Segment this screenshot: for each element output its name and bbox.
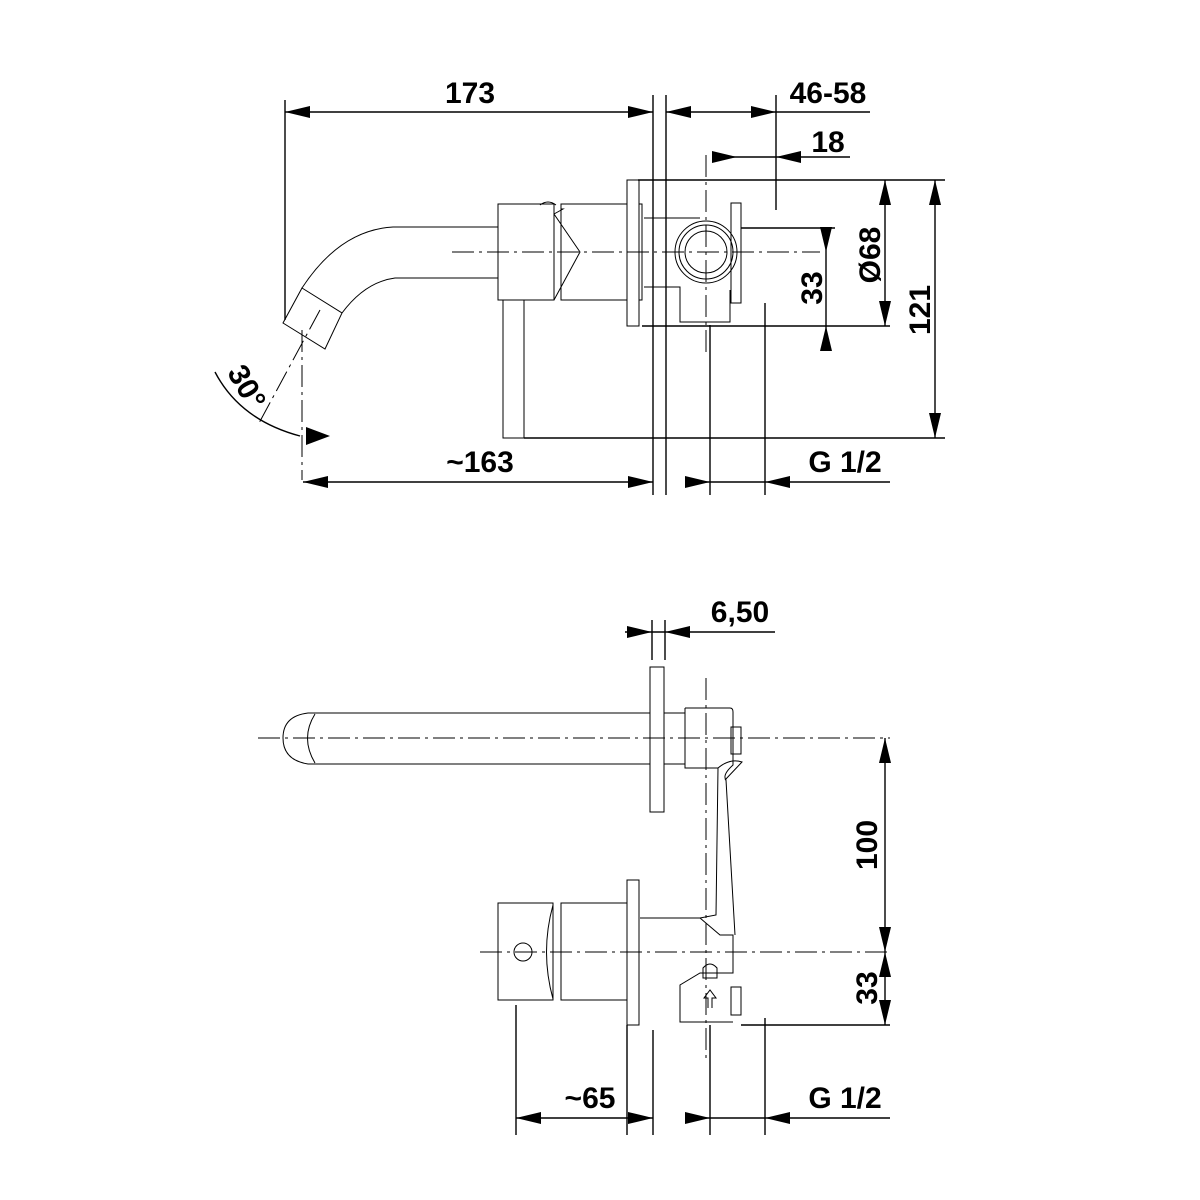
- inlet-cap: [730, 986, 742, 1016]
- centerline: [257, 309, 321, 426]
- dim-173: 173: [445, 77, 495, 110]
- outlet-cap: [730, 726, 742, 755]
- dim-angle-30: 30°: [221, 359, 272, 415]
- handle-pin: [539, 201, 557, 206]
- spout-flange: [649, 666, 665, 813]
- lever: [502, 299, 525, 439]
- flow-arrow-icon: [703, 989, 717, 1008]
- spout-nozzle: [282, 287, 343, 350]
- mounting-plate: [730, 202, 742, 304]
- body-bevel: [553, 208, 581, 301]
- extension-lines: [515, 620, 890, 1135]
- side-view-dimensions: 6,50 100 33 ~65 G 1/2: [515, 596, 891, 1135]
- top-view-faucet: [257, 155, 820, 480]
- dim-33-top: 33: [796, 271, 829, 304]
- extension-lines: [284, 95, 945, 495]
- top-view-dimensions: 173 46-58 18 33 Ø68 121 ~163 G 1/2 30°: [214, 77, 945, 495]
- spout: [282, 712, 650, 765]
- spout-upper-edge: [301, 226, 498, 289]
- dim-65: ~65: [565, 1082, 616, 1115]
- dim-diameter-68: Ø68: [854, 227, 887, 284]
- handle-bevel: [546, 904, 554, 1000]
- dim-33-side: 33: [851, 971, 884, 1004]
- inlet-port: [702, 963, 718, 979]
- diverter-column: [684, 707, 743, 936]
- wall-flange: [626, 179, 640, 327]
- dim-121: 121: [904, 285, 937, 335]
- dim-163: ~163: [446, 446, 514, 479]
- dim-6-50: 6,50: [711, 596, 769, 629]
- valve-body: [640, 917, 734, 1023]
- dim-18: 18: [811, 126, 844, 159]
- dim-100: 100: [851, 820, 884, 870]
- side-view-faucet: [258, 666, 890, 1062]
- dim-46-58: 46-58: [790, 77, 867, 110]
- dim-thread-side: G 1/2: [808, 1082, 881, 1115]
- spout-lower-edge: [341, 277, 498, 314]
- dim-thread-top: G 1/2: [808, 446, 881, 479]
